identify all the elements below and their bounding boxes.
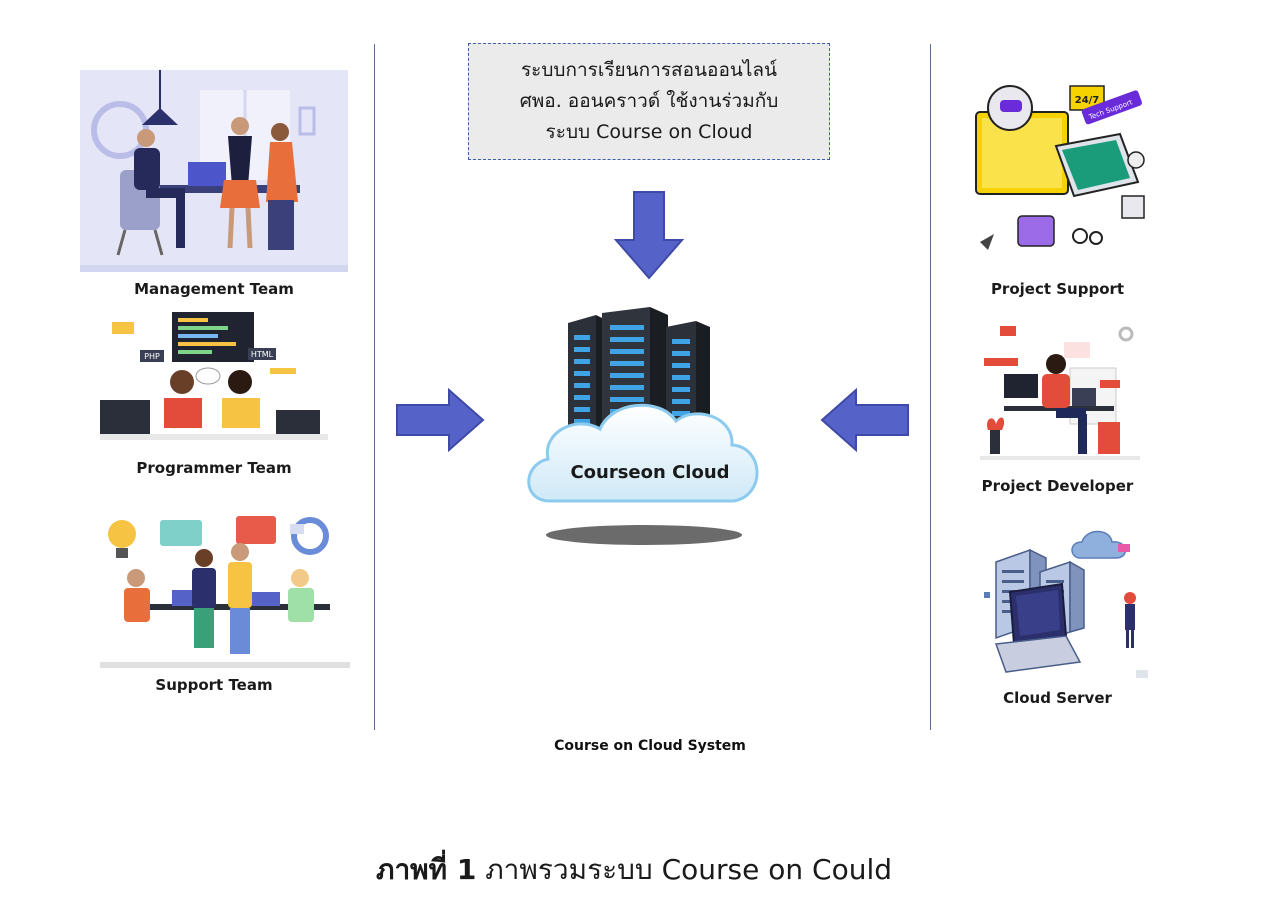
management-team-label: Management Team [134, 280, 294, 298]
support-team-label: Support Team [155, 676, 273, 694]
divider-right [930, 44, 931, 730]
project-support-label: Project Support [990, 280, 1125, 298]
divider-left [374, 44, 375, 730]
support-team-illustration-icon [100, 516, 350, 668]
figure-caption: ภาพที่ 1 ภาพรวมระบบ Course on Could [0, 848, 1268, 892]
cloud-server-label: Cloud Server [1003, 689, 1112, 707]
meeting-illustration-icon [80, 70, 348, 272]
cloud-servers-icon [527, 307, 759, 545]
developer-illustration-icon [980, 326, 1140, 460]
badge-24-7: 24/7 [1075, 95, 1100, 106]
arrow-right-icon [396, 388, 485, 452]
box-line-3: ระบบ Course on Cloud [545, 121, 753, 143]
system-label: Course on Cloud System [554, 738, 746, 754]
system-description-box: ระบบการเรียนการสอนออนไลน์ ศพอ. ออนคราวด์… [468, 43, 830, 160]
box-line-1: ระบบการเรียนการสอนออนไลน์ [520, 59, 778, 81]
php-tag: PHP [144, 352, 160, 361]
programmers-illustration-icon: PHP HTML [100, 312, 328, 440]
box-line-2: ศพอ. ออนคราวด์ ใช้งานร่วมกับ [519, 90, 779, 112]
html-tag: HTML [251, 350, 274, 359]
programmer-team-label: Programmer Team [136, 459, 292, 477]
cloud-server-illustration-icon [984, 530, 1148, 678]
arrow-down-icon [614, 191, 684, 280]
arrow-left-icon [820, 388, 909, 452]
caption-text: ภาพรวมระบบ Course on Could [485, 853, 893, 886]
cloud-label: Courseon Cloud [570, 462, 730, 483]
project-developer-label: Project Developer [981, 477, 1134, 495]
tech-support-illustration-icon: 24/7 Tech Support [975, 85, 1145, 250]
caption-prefix: ภาพที่ 1 [375, 853, 477, 886]
